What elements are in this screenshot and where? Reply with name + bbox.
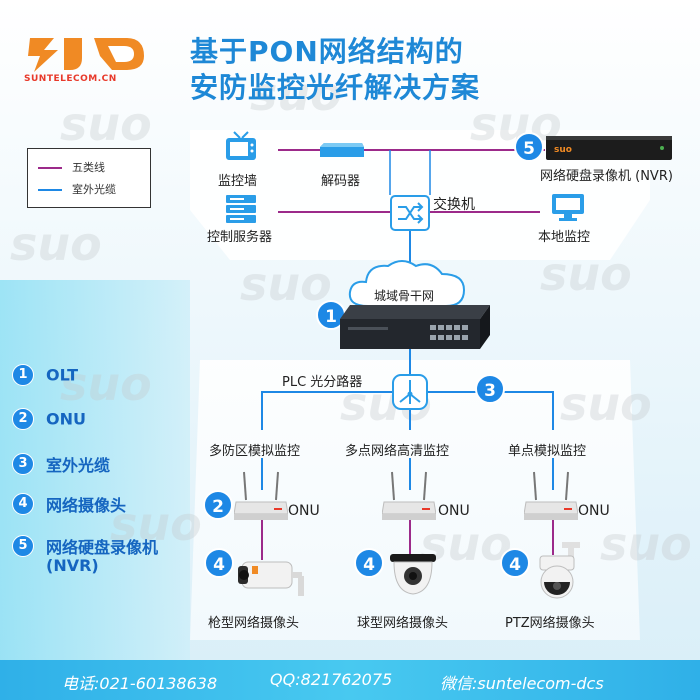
svg-text:suo: suo [250,67,342,121]
footer-phone: 电话:021-60138638 [62,674,218,693]
splitter-badge: 3 [475,374,505,404]
key-item-nvr-suffix: (NVR) [46,556,99,575]
decoder-label: 解码器 [321,174,361,189]
olt-icon [340,305,490,349]
nvr-icon: suo [546,136,672,160]
camera-label-ptz: PTZ网络摄像头 [505,616,595,631]
camera-label-bullet: 枪型网络摄像头 [208,616,300,631]
bullet-camera-icon [238,561,304,596]
footer-wechat: 微信:suntelecom-dcs [440,674,604,693]
branch-label-multi-zone: 多防区模拟监控 [209,444,301,459]
footer-qq: QQ:821762075 [270,670,393,689]
svg-text:suo: suo [560,377,652,431]
cloud-icon [348,260,466,307]
svg-text:suo: suo [420,517,512,571]
title-line-2: 安防监控光纤解决方案 [190,71,481,104]
branch-label-single-point: 单点模拟监控 [508,444,587,459]
nvr-device-logo: suo [554,145,572,155]
svg-text:suo: suo [540,247,632,301]
tv-icon [226,131,256,160]
nvr-badge: 5 [514,132,544,162]
camera-badge-2: 4 [354,548,384,578]
suntelecom-logo [28,38,144,72]
onu-device-icon [234,471,288,520]
camera-badge-3: 4 [500,548,530,578]
legend: 五类线 室外光缆 [27,148,151,208]
onu-badge: 2 [203,490,233,520]
camera-label-dome: 球型网络摄像头 [357,616,449,631]
decoder-icon [320,143,364,157]
server-icon [226,195,256,223]
ptz-camera-icon [539,542,580,599]
nvr-label: 网络硬盘录像机 (NVR) [540,169,673,184]
svg-text:suo: suo [60,97,152,151]
monitor-icon [552,194,584,221]
control-server-label: 控制服务器 [207,230,273,245]
backbone-label: 城域骨干网 [374,289,435,303]
svg-text:suo: suo [600,517,692,571]
footer: 电话:021-60138638 QQ:821762075 微信:suntelec… [0,660,700,700]
switch-icon [390,195,430,231]
dome-camera-icon [390,554,436,595]
camera-badge-1: 4 [204,548,234,578]
onu-label-2: ONU [438,503,470,519]
svg-text:suo: suo [110,497,202,551]
legend-item-fiber: 室外光缆 [38,181,116,197]
switch-label: 交换机 [433,197,475,213]
monitor-wall-label: 监控墙 [218,174,258,189]
branch-label-multi-point: 多点网络高清监控 [345,444,450,459]
svg-text:suo: suo [10,217,102,271]
onu-label-1: ONU [288,503,320,519]
splitter-label: PLC 光分路器 [282,375,363,390]
legend-item-copper: 五类线 [38,159,105,175]
splitter-icon [392,374,428,410]
onu-label-3: ONU [578,503,610,519]
onu-device-icon [382,471,436,520]
svg-text:suo: suo [60,357,152,411]
svg-text:suo: suo [240,257,332,311]
logo-text: SUNTELECOM.CN [24,74,117,84]
title-line-1: 基于PON网络结构的 [190,35,464,68]
local-monitor-label: 本地监控 [538,230,591,245]
onu-device-icon [524,471,578,520]
